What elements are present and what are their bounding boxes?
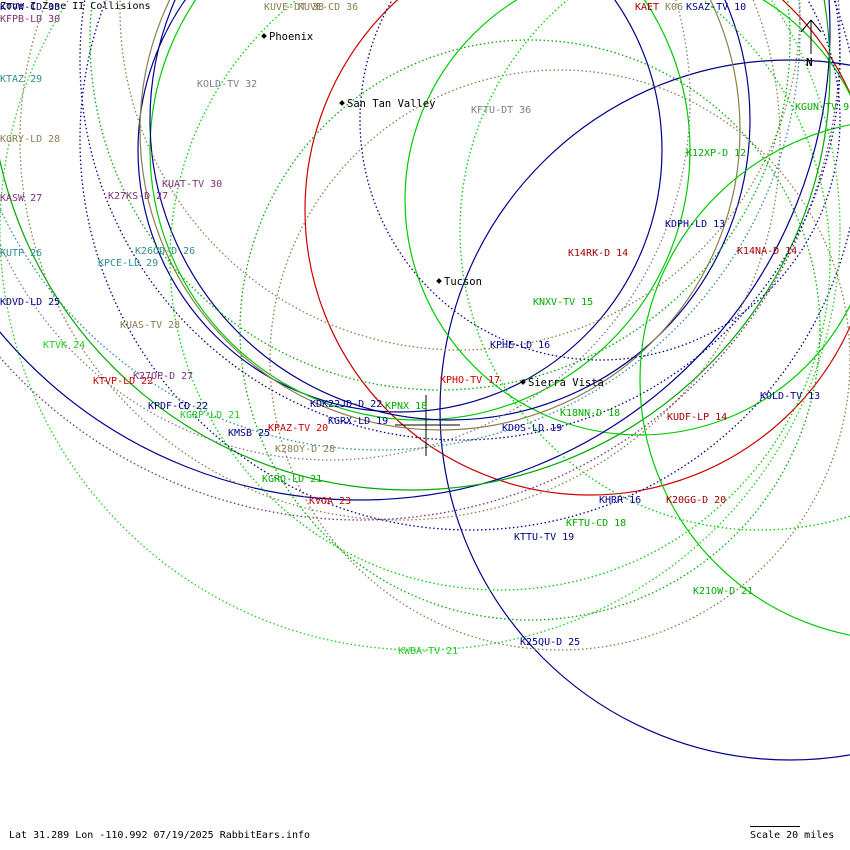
contour-kpnx	[149, 0, 691, 421]
map-footer-info: Lat 31.289 Lon -110.992 07/19/2025 Rabbi…	[9, 830, 311, 841]
contour-dotted-12	[459, 0, 850, 531]
map-scale-label: Scale 20 miles	[750, 830, 835, 841]
station-label[interactable]: K20GG-D 20	[666, 495, 727, 506]
station-label[interactable]: KFTU-CD 18	[566, 518, 627, 529]
city-san-tan-valley: San Tan Valley	[339, 98, 436, 110]
station-label[interactable]: KSAZ-TV 10	[686, 2, 747, 13]
station-label[interactable]: KTVK 24	[43, 340, 86, 351]
city-marker-icon	[520, 379, 526, 385]
station-label[interactable]: KOLD-TV 32	[197, 79, 258, 90]
station-label[interactable]: K28OY-D 28	[275, 444, 336, 455]
station-label[interactable]: KGRQ-LD 21	[262, 474, 323, 485]
contour-kdvd	[0, 0, 831, 501]
station-label[interactable]: KGUN-TV 9	[795, 102, 850, 113]
station-label[interactable]: KFPB-LD 30	[0, 14, 61, 25]
contour-kgrx	[137, 0, 663, 413]
city-marker-icon	[436, 278, 442, 284]
contour-kgrq	[0, 0, 831, 491]
station-label[interactable]: KMSB 25	[228, 428, 271, 439]
station-label[interactable]: KUAT-TV 30	[162, 179, 223, 190]
station-label[interactable]: KFTU-DT 36	[471, 105, 532, 116]
station-label[interactable]: KVOA 23	[309, 496, 352, 507]
station-label[interactable]: KASW 27	[0, 193, 43, 204]
north-arrow-icon	[800, 19, 822, 54]
station-label[interactable]: KDK22JD-D 22	[310, 399, 383, 410]
station-label[interactable]: KGRX-LD 19	[328, 416, 389, 427]
station-label[interactable]: KHRR 16	[599, 495, 642, 506]
station-label[interactable]: K27KS-D 27	[108, 191, 169, 202]
station-label[interactable]: KDOS-LD 19	[502, 423, 563, 434]
contour-dotted-11	[359, 0, 841, 361]
contour-dotted-13	[0, 0, 841, 651]
station-label[interactable]: KOLD-TV 13	[760, 391, 821, 402]
station-label[interactable]: K18NN-D 18	[560, 408, 621, 419]
station-label[interactable]: KPAZ-TV 20	[268, 423, 329, 434]
station-label[interactable]: KDVD-LD 25	[0, 297, 61, 308]
station-label[interactable]: KUAS-TV 28	[120, 320, 181, 331]
station-label[interactable]: K06	[665, 2, 684, 13]
contour-dotted-14	[89, 0, 791, 391]
contour-dotted-1	[19, 0, 781, 521]
contour-dotted-3	[169, 0, 831, 591]
station-label[interactable]: KUDF-LP 14	[667, 412, 728, 423]
station-label[interactable]: KPDF-CD 22	[148, 401, 209, 412]
station-label[interactable]: KWBA-TV 21	[398, 646, 459, 657]
contour-knxv	[404, 0, 850, 436]
station-label[interactable]: K26OD-D 26	[135, 246, 196, 257]
station-label[interactable]: KTTU-TV 19	[514, 532, 575, 543]
zone-legend: Zone I Zone II Collisions	[0, 1, 151, 12]
station-label[interactable]: KGRY-LD 28	[0, 134, 61, 145]
station-label[interactable]: KNXV-TV 15	[533, 297, 594, 308]
scale-bar	[750, 826, 800, 827]
contour-dotted-7	[239, 39, 821, 621]
city-tucson: Tucson	[436, 276, 482, 288]
north-label: N	[806, 56, 813, 69]
contour-kuas	[139, 0, 741, 431]
station-label[interactable]: KPHE-LD 16	[490, 340, 551, 351]
contour-k25qu	[439, 59, 850, 761]
station-label[interactable]: KPNX 18	[385, 401, 428, 412]
contour-k21ow	[639, 124, 850, 636]
contour-dotted-2	[79, 0, 850, 531]
city-marker-icon	[261, 33, 267, 39]
station-label[interactable]: KUVE-DT 38	[264, 2, 325, 13]
contour-dotted-5	[0, 0, 841, 521]
contour-dotted-10	[79, 0, 841, 441]
station-label[interactable]: KPCE-LD 29	[98, 258, 159, 269]
contour-dotted-9	[119, 0, 801, 351]
contour-kdos	[149, 0, 751, 421]
station-label[interactable]: K14NA-D 14	[737, 246, 798, 257]
station-label[interactable]: KTVP-LD 22	[93, 376, 154, 387]
station-label[interactable]: KUTP 26	[0, 248, 43, 259]
city-sierra-vista: Sierra Vista	[520, 377, 604, 389]
city-marker-icon	[339, 100, 345, 106]
station-label[interactable]: K12XP-D 12	[686, 148, 747, 159]
contour-dotted-8	[0, 0, 691, 461]
station-label[interactable]: K21OW-D 21	[693, 586, 754, 597]
station-label[interactable]: KDPH-LD 13	[665, 219, 726, 230]
city-phoenix: Phoenix	[261, 31, 313, 43]
station-label[interactable]: KPHO-TV 17	[440, 375, 501, 386]
station-label[interactable]: KUVE-CD 36	[298, 2, 359, 13]
contour-kpho	[304, 0, 850, 496]
station-label[interactable]: KTAZ 29	[0, 74, 43, 85]
station-label[interactable]: K14RK-D 14	[568, 248, 629, 259]
station-label[interactable]: K27OP-D 27	[133, 371, 194, 382]
station-label[interactable]: KGRP-LD 21	[180, 410, 241, 421]
station-label[interactable]: K25QU-D 25	[520, 637, 581, 648]
station-label[interactable]: KTVW-CD 33	[0, 2, 61, 13]
station-label[interactable]: KAET	[635, 2, 660, 13]
